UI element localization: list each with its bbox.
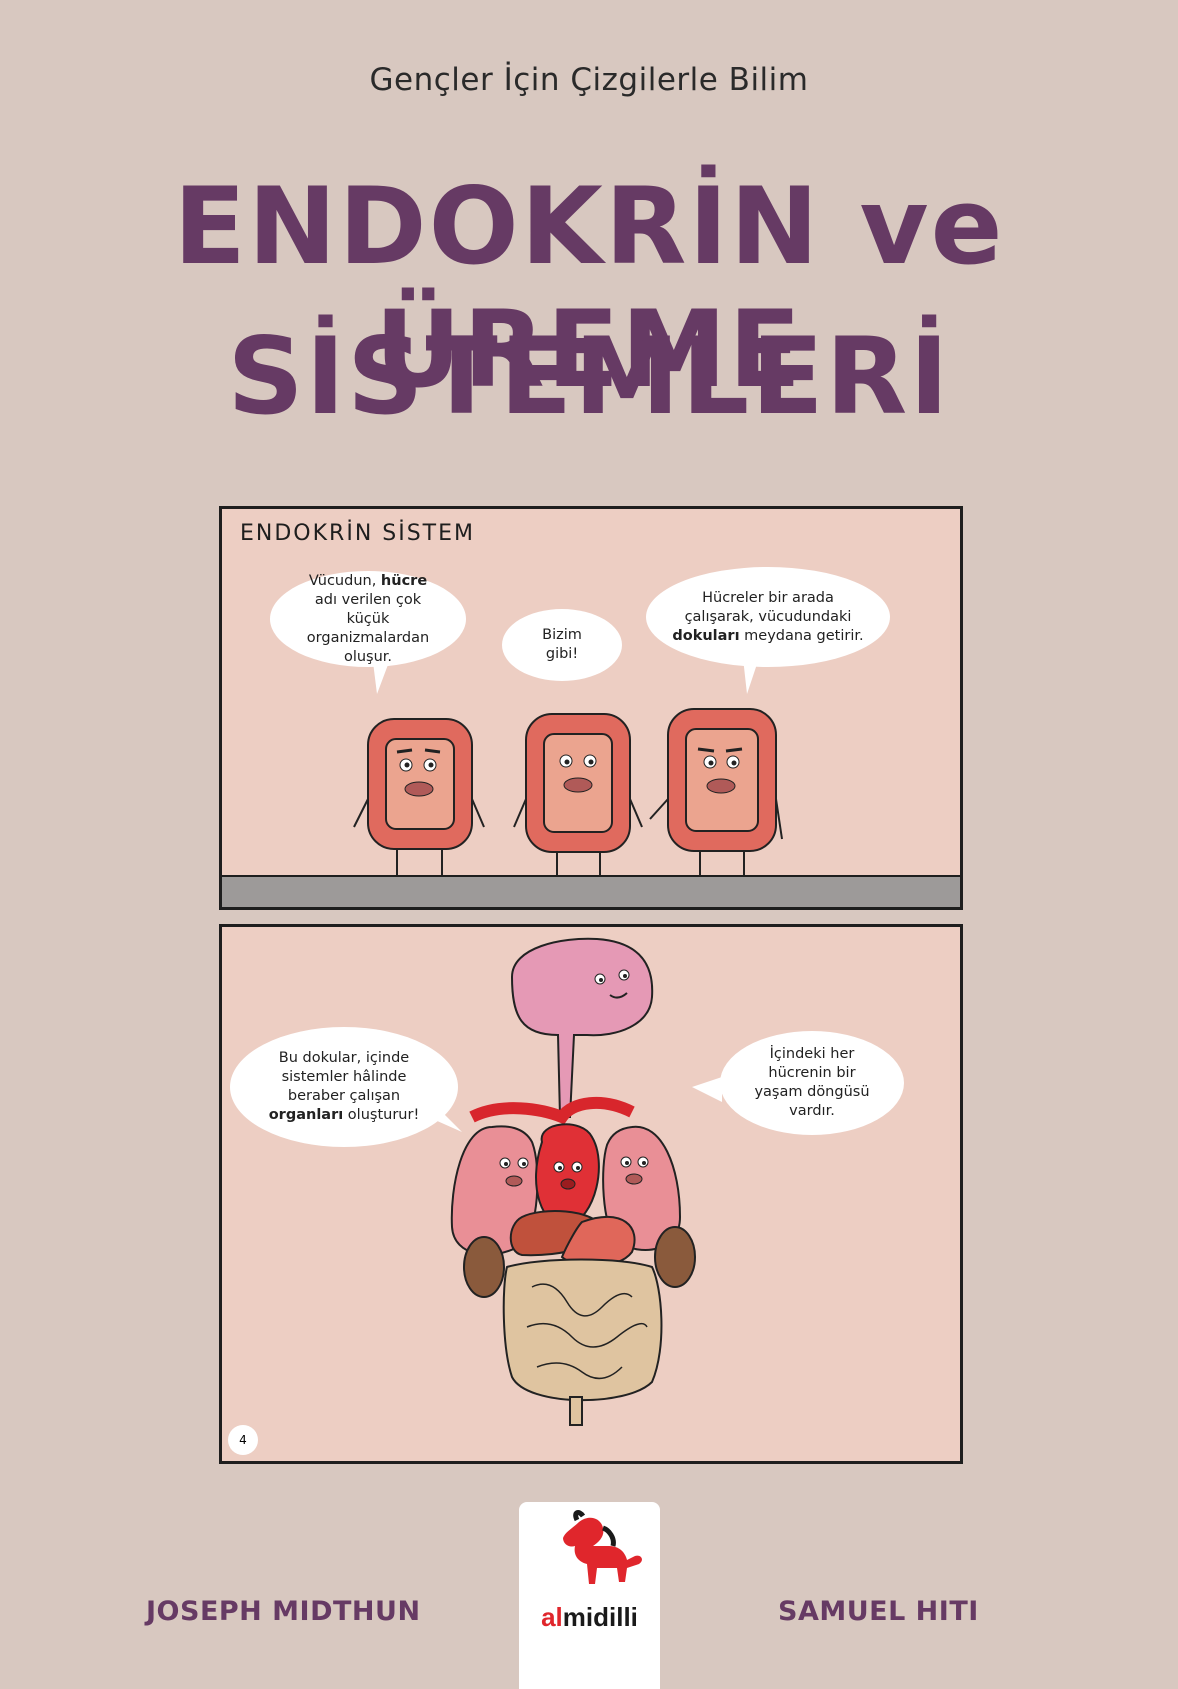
cell-character <box>353 718 485 895</box>
kidney-character <box>654 1226 696 1288</box>
organs-illustration <box>417 937 722 1426</box>
illustrator-name: SAMUEL HITI <box>778 1596 979 1627</box>
publisher-name: almidilli <box>541 1602 638 1632</box>
comic-panel-organs: Bu dokular, içinde sistemler hâlinde ber… <box>219 924 963 1464</box>
cell-character <box>649 708 783 895</box>
cell-character <box>513 713 643 895</box>
book-title-line2: SİSTEMLERİ <box>227 315 951 438</box>
speech-bubble: Bu dokular, içinde sistemler hâlinde ber… <box>230 1027 458 1147</box>
author-name: JOSEPH MIDTHUN <box>146 1596 421 1627</box>
intestines-character <box>502 1258 663 1426</box>
series-title: Gençler İçin Çizgilerle Bilim <box>369 62 809 98</box>
kidney-character <box>463 1236 505 1298</box>
heart-character <box>469 1096 635 1229</box>
speech-bubble: Bizim gibi! <box>502 609 622 681</box>
speech-bubble: İçindeki her hücrenin bir yaşam döngüsü … <box>720 1031 904 1135</box>
horse-icon <box>563 1510 642 1584</box>
floor <box>222 875 960 907</box>
speech-bubble: Hücreler bir arada çalışarak, vücudundak… <box>646 567 890 667</box>
comic-panel-cells: ENDOKRİN SİSTEM <box>219 506 963 910</box>
publisher-logo: almidilli <box>519 1502 660 1689</box>
book-title-line1: ENDOKRİN ve ÜREME <box>173 165 1005 411</box>
cells-illustration <box>353 639 783 895</box>
page-number: 4 <box>228 1425 258 1455</box>
brain-character <box>510 937 654 1118</box>
panel-heading: ENDOKRİN SİSTEM <box>240 521 476 546</box>
speech-bubble: Vücudun, hücre adı verilen çok küçük org… <box>270 571 466 667</box>
